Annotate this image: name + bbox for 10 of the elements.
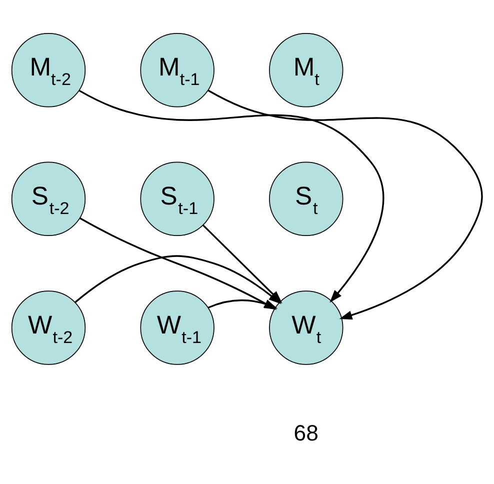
- node-circle: M$_{t-2}$: [11, 32, 86, 108]
- node-circle: M$_{t}$: [269, 32, 344, 108]
- node-circle: S$_{t}$: [269, 162, 344, 236]
- node-circle: W$_{t-2}$: [11, 290, 86, 365]
- node-circle: W$_{t-1}$: [140, 290, 214, 365]
- node-circle: M$_{t-1}$: [140, 32, 214, 108]
- label: 68: [294, 420, 318, 446]
- arrow: [208, 90, 483, 320]
- node-circle: S$_{t-1}$: [140, 162, 214, 236]
- node-circle: S$_{t-2}$: [11, 162, 86, 236]
